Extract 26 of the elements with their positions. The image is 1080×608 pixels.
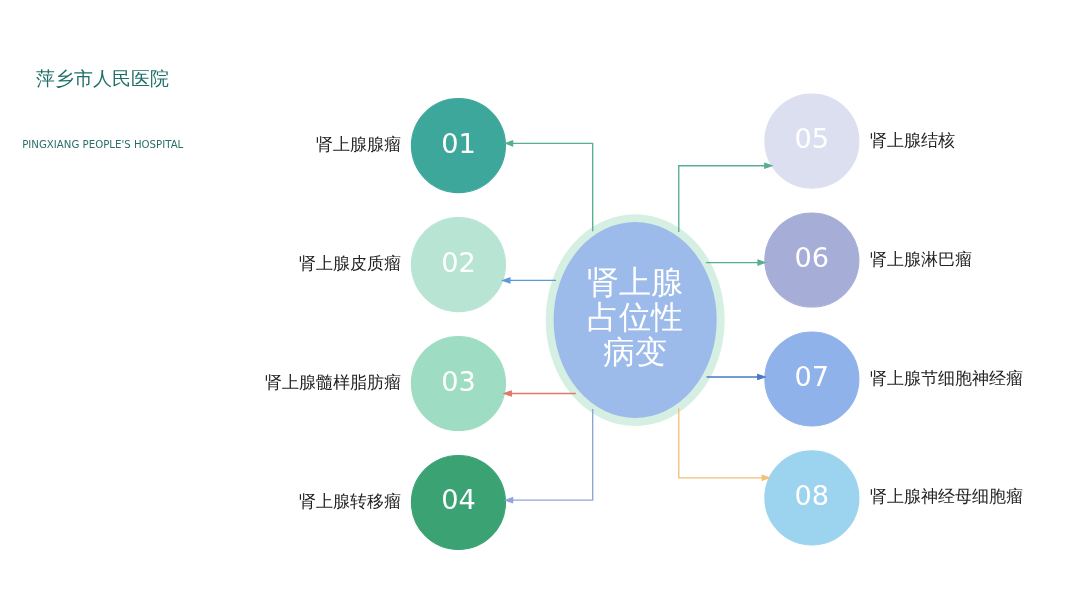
arrow	[501, 276, 557, 284]
arrow	[678, 161, 774, 233]
label: 萍乡市人民医院	[36, 66, 170, 90]
node-circle: 02	[410, 216, 506, 312]
node-label: 肾上腺腺瘤	[315, 133, 401, 154]
arrow	[705, 373, 767, 380]
label: PINGXIANG PEOPLE'S HOSPITAL	[22, 138, 184, 150]
node-label: 肾上腺神经母细胞瘤	[869, 485, 1023, 506]
node-circle: 06	[764, 211, 860, 308]
node-label: 肾上腺转移瘤	[298, 490, 401, 511]
node-circle: 03	[410, 335, 506, 431]
arrow	[678, 407, 772, 481]
arrow	[705, 258, 767, 266]
node-ellipse: 肾上腺占位性病变	[545, 213, 725, 426]
arrow	[503, 139, 594, 232]
node-label: 肾上腺髓样脂肪瘤	[264, 371, 401, 392]
node-label: 肾上腺节细胞神经瘤	[869, 367, 1023, 388]
node-label: 肾上腺皮质瘤	[298, 252, 401, 273]
node-label: 肾上腺淋巴瘤	[869, 248, 972, 269]
node-label: 肾上腺结核	[869, 129, 955, 150]
node-circle: 01	[410, 97, 506, 193]
node-circle: 04	[410, 454, 506, 550]
arrow	[503, 407, 594, 504]
node-circle: 07	[764, 330, 860, 427]
node-circle: 08	[764, 449, 860, 545]
arrow	[502, 389, 577, 397]
